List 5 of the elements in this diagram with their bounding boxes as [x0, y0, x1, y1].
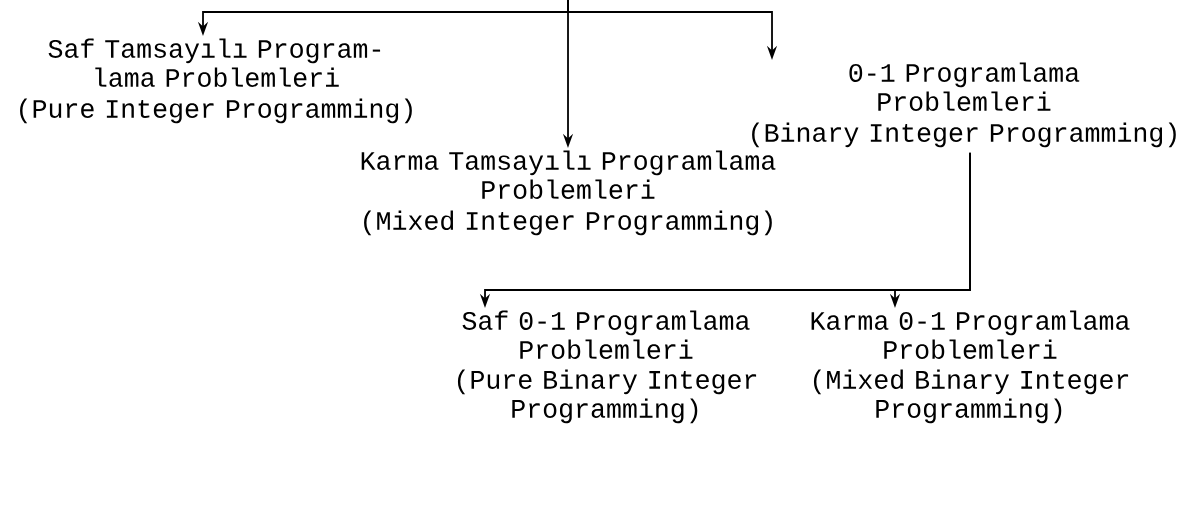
category-label: Karma Tamsayılı Programlama Problemleri (Mixed Integer Programming) [361, 150, 776, 236]
category-label: Karma 0-1 Programlama Problemleri (Mixed Binary Integer Programming) [811, 310, 1130, 424]
category-label: Saf 0-1 Programlama Problemleri (Pure Binary Integer Programming) [457, 310, 757, 424]
category-label: 0-1 Programlama Problemleri (Binary Integer Programming) [752, 62, 1176, 148]
category-label: Saf Tamsayılı Program- lama Problemleri (Pure Integer Programming) [20, 38, 412, 124]
